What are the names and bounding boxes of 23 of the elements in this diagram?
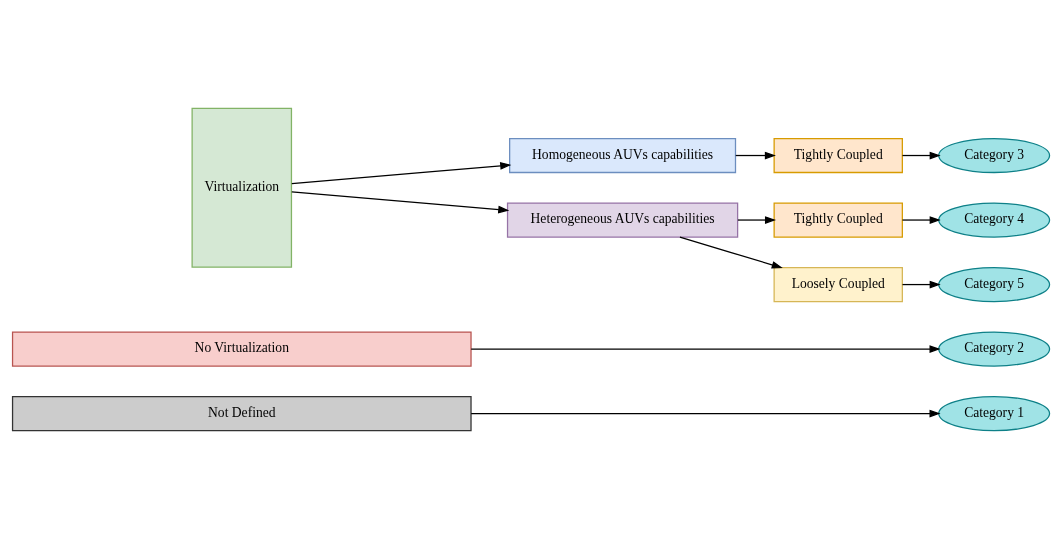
- node-box: Heterogeneous AUVs capabilities: [506, 202, 739, 238]
- node-box: No Virtualization: [11, 331, 472, 367]
- node-box: Loosely Coupled: [773, 266, 903, 303]
- node-box: Tightly Coupled: [773, 137, 903, 174]
- node-ellipse: Category 1: [938, 396, 1051, 432]
- arrow: [470, 409, 941, 418]
- arrow: [735, 151, 776, 160]
- node-ellipse: Category 5: [938, 266, 1051, 303]
- arrow: [291, 162, 512, 185]
- node-box: Virtualization: [191, 107, 293, 268]
- arrow: [901, 151, 941, 160]
- arrow: [470, 345, 941, 353]
- node-ellipse: Category 4: [938, 202, 1051, 238]
- node-box: Tightly Coupled: [773, 202, 903, 238]
- node-box: Not Defined: [11, 396, 472, 432]
- node-box: Homogeneous AUVs capabilities: [509, 137, 737, 174]
- arrow: [291, 191, 510, 214]
- arrow: [901, 216, 941, 224]
- arrow: [679, 236, 783, 269]
- node-ellipse: Category 2: [938, 331, 1051, 367]
- arrow: [901, 280, 941, 289]
- node-ellipse: Category 3: [938, 137, 1051, 174]
- arrow: [737, 216, 777, 224]
